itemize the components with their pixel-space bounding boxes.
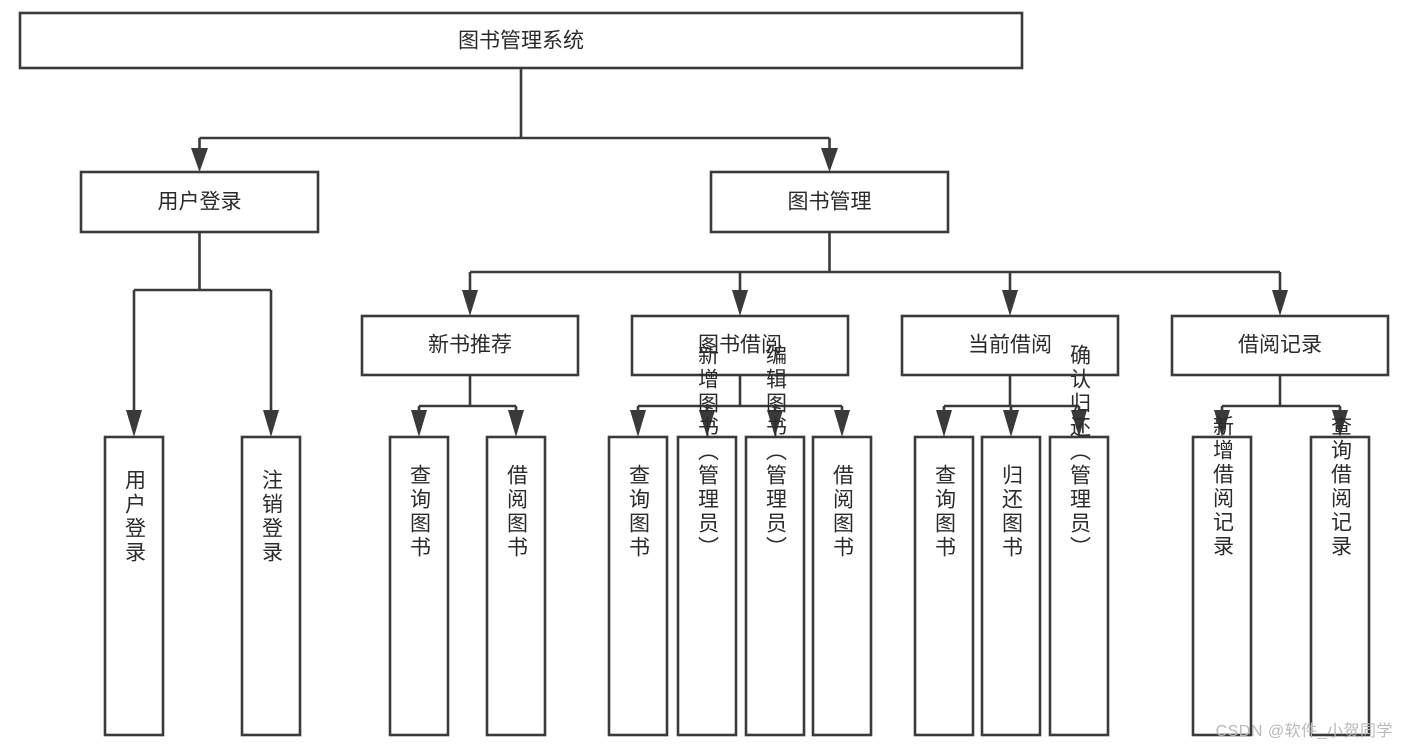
arrow-to-leaf-user-login bbox=[126, 410, 142, 437]
node-borrow-record-box[interactable] bbox=[1170, 314, 1390, 377]
arrow-to-leaf-query-record bbox=[1332, 410, 1348, 437]
node-leaf-logout[interactable]: 注销登录 bbox=[240, 435, 302, 737]
node-leaf-add-record-box[interactable] bbox=[1191, 435, 1253, 737]
node-leaf-borrow-book-2-label: 借阅图书 bbox=[831, 464, 855, 560]
arrow-to-new-book-recommend bbox=[462, 290, 478, 316]
arrow-to-leaf-edit-book bbox=[767, 410, 783, 437]
node-book-manage-box[interactable] bbox=[709, 170, 950, 234]
arrow-to-current-borrow bbox=[1002, 290, 1018, 316]
node-leaf-borrow-book-2-box[interactable] bbox=[811, 435, 873, 737]
node-root-box[interactable] bbox=[18, 11, 1024, 70]
node-leaf-logout-box[interactable] bbox=[240, 435, 302, 737]
node-leaf-add-book-label: 新增图书（管理员） bbox=[696, 344, 720, 560]
node-book-manage-label: 图书管理 bbox=[788, 191, 872, 214]
node-leaf-borrow-book-1[interactable]: 借阅图书 bbox=[485, 435, 547, 737]
node-leaf-add-book[interactable]: 新增图书（管理员） bbox=[676, 344, 738, 737]
node-leaf-query-book-1[interactable]: 查询图书 bbox=[388, 435, 450, 737]
arrow-to-leaf-borrow-book-2 bbox=[834, 410, 850, 437]
node-leaf-add-record-label: 新增借阅记录 bbox=[1211, 415, 1235, 559]
arrow-to-user-login bbox=[191, 148, 208, 172]
node-leaf-query-book-2-box[interactable] bbox=[607, 435, 669, 737]
node-new-book-recommend[interactable]: 新书推荐 bbox=[360, 314, 580, 377]
arrow-to-leaf-logout bbox=[263, 410, 279, 437]
node-leaf-borrow-book-1-label: 借阅图书 bbox=[505, 464, 529, 560]
connector-root-bus bbox=[198, 68, 831, 158]
connector-current-borrow-bus bbox=[942, 375, 1081, 414]
arrow-to-book-borrow bbox=[732, 290, 748, 316]
arrow-to-leaf-query-book-3 bbox=[936, 410, 952, 437]
node-borrow-record-label: 借阅记录 bbox=[1238, 334, 1322, 357]
node-book-manage[interactable]: 图书管理 bbox=[709, 170, 950, 234]
node-leaf-return-book[interactable]: 归还图书 bbox=[980, 435, 1042, 737]
arrow-to-leaf-borrow-book-1 bbox=[508, 410, 524, 437]
node-user-login[interactable]: 用户登录 bbox=[79, 170, 320, 234]
arrow-to-book-manage bbox=[821, 148, 838, 172]
arrow-to-leaf-query-book-2 bbox=[630, 410, 646, 437]
node-leaf-query-book-2-label: 查询图书 bbox=[627, 464, 651, 560]
node-leaf-edit-book-label: 编辑图书（管理员） bbox=[764, 344, 788, 560]
connector-new-book-bus bbox=[417, 375, 518, 414]
node-leaf-confirm-return[interactable]: 确认归还（管理员） bbox=[1048, 344, 1110, 737]
node-leaf-user-login-box[interactable] bbox=[103, 435, 165, 737]
node-leaf-edit-book[interactable]: 编辑图书（管理员） bbox=[744, 344, 806, 737]
arrow-to-leaf-return-book bbox=[1003, 410, 1019, 437]
node-leaf-logout-label: 注销登录 bbox=[260, 469, 284, 565]
node-leaf-query-record-label: 查询借阅记录 bbox=[1329, 415, 1353, 559]
node-leaf-return-book-box[interactable] bbox=[980, 435, 1042, 737]
node-leaf-query-book-1-box[interactable] bbox=[388, 435, 450, 737]
node-book-borrow[interactable]: 图书借阅 bbox=[630, 314, 850, 377]
node-leaf-query-book-3-label: 查询图书 bbox=[933, 464, 957, 560]
connector-book-manage-bus bbox=[468, 232, 1282, 292]
arrow-to-leaf-query-book-1 bbox=[411, 410, 427, 437]
csdn-watermark: CSDN @软件_小贺同学 bbox=[1215, 723, 1393, 740]
node-borrow-record[interactable]: 借阅记录 bbox=[1170, 314, 1390, 377]
node-leaf-query-book-3[interactable]: 查询图书 bbox=[913, 435, 975, 737]
node-current-borrow[interactable]: 当前借阅 bbox=[900, 314, 1120, 377]
connector-group bbox=[126, 68, 1348, 437]
arrow-to-leaf-add-record bbox=[1214, 410, 1230, 437]
node-book-borrow-label: 图书借阅 bbox=[698, 334, 782, 357]
node-leaf-add-record[interactable]: 新增借阅记录 bbox=[1191, 415, 1253, 737]
node-current-borrow-label: 当前借阅 bbox=[968, 334, 1052, 357]
node-user-login-label: 用户登录 bbox=[158, 191, 242, 214]
node-root[interactable]: 图书管理系统 bbox=[18, 11, 1024, 70]
node-leaf-borrow-book-2[interactable]: 借阅图书 bbox=[811, 435, 873, 737]
node-leaf-confirm-return-box[interactable] bbox=[1048, 435, 1110, 737]
node-current-borrow-box[interactable] bbox=[900, 314, 1120, 377]
node-leaf-query-record[interactable]: 查询借阅记录 bbox=[1309, 415, 1371, 737]
connector-book-borrow-bus bbox=[636, 375, 844, 414]
node-leaf-return-book-label: 归还图书 bbox=[1000, 464, 1024, 560]
node-book-borrow-box[interactable] bbox=[630, 314, 850, 377]
node-user-login-box[interactable] bbox=[79, 170, 320, 234]
arrow-to-leaf-confirm-return bbox=[1071, 410, 1087, 437]
node-leaf-borrow-book-1-box[interactable] bbox=[485, 435, 547, 737]
node-leaf-edit-book-box[interactable] bbox=[744, 435, 806, 737]
node-leaf-user-login-label: 用户登录 bbox=[123, 469, 147, 565]
arrow-to-borrow-record bbox=[1272, 290, 1288, 316]
node-leaf-query-record-box[interactable] bbox=[1309, 435, 1371, 737]
node-new-book-recommend-box[interactable] bbox=[360, 314, 580, 377]
connector-user-login-bus bbox=[132, 232, 273, 412]
node-leaf-confirm-return-label: 确认归还（管理员） bbox=[1068, 344, 1092, 560]
node-leaf-query-book-2[interactable]: 查询图书 bbox=[607, 435, 669, 737]
connector-borrow-record-bus bbox=[1220, 375, 1342, 414]
node-leaf-add-book-box[interactable] bbox=[676, 435, 738, 737]
arrow-to-leaf-add-book bbox=[699, 410, 715, 437]
node-leaf-query-book-1-label: 查询图书 bbox=[408, 464, 432, 560]
node-root-label: 图书管理系统 bbox=[458, 30, 584, 53]
node-leaf-user-login[interactable]: 用户登录 bbox=[103, 435, 165, 737]
node-leaf-query-book-3-box[interactable] bbox=[913, 435, 975, 737]
node-new-book-recommend-label: 新书推荐 bbox=[428, 334, 512, 357]
